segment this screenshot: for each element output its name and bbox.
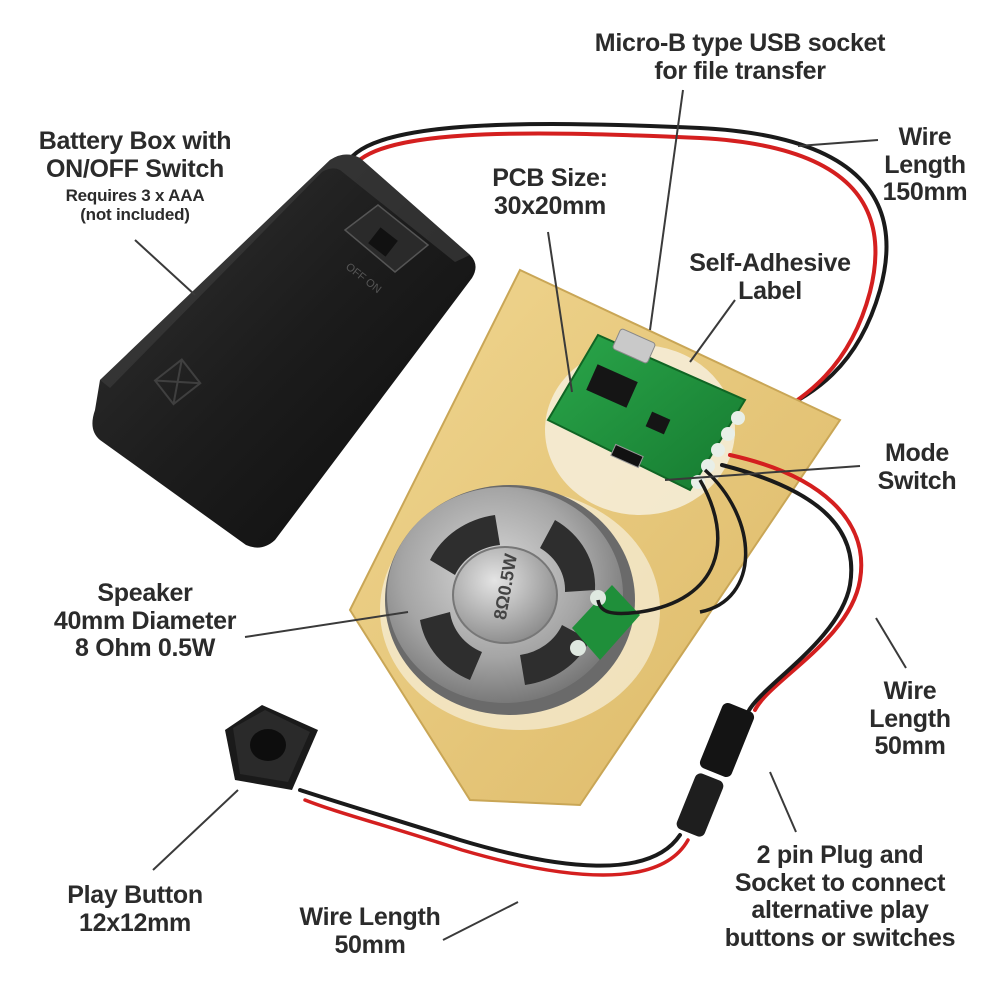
leader-usb — [649, 89, 684, 331]
speaker-line-2: 40mm Diameter — [53, 606, 237, 635]
leader-wire-50-right — [875, 617, 907, 669]
leader-lines — [134, 89, 907, 941]
wire-150-line-3: 150mm — [882, 178, 968, 206]
self-adhesive-label-callout: Self-Adhesive Label — [680, 249, 860, 305]
plug-socket-line-3: alternative play — [751, 896, 929, 924]
battery-box-note-1: Requires 3 x AAA — [65, 186, 205, 205]
button-wire-50mm — [298, 788, 690, 877]
speaker-wire — [596, 479, 720, 616]
play-button-line-2: 12x12mm — [79, 908, 191, 937]
leader-play-button — [152, 789, 239, 871]
battery-box: OFF ON — [92, 154, 476, 548]
battery-wire-150mm — [343, 122, 889, 434]
leader-wire-50-bottom — [442, 901, 519, 941]
play-button-component — [225, 705, 318, 790]
play-button-line-1: Play Button — [67, 881, 203, 909]
wire-150-line-2: Length — [884, 150, 966, 179]
wire-length-50-right-label: Wire Length 50mm — [860, 677, 960, 761]
usb-socket-line-2: for file transfer — [654, 56, 826, 85]
wire-50-right-line-2: Length — [869, 704, 951, 733]
pcb-size-label: PCB Size: 30x20mm — [480, 164, 620, 220]
wire-50-right-line-3: 50mm — [874, 732, 946, 760]
plug-socket-label: 2 pin Plug and Socket to connect alterna… — [720, 841, 960, 952]
wire-150-line-1: Wire — [898, 123, 952, 151]
battery-box-title-2: ON/OFF Switch — [45, 154, 225, 183]
leader-battery — [134, 239, 196, 296]
leader-label — [689, 299, 736, 363]
plug-socket-line-4: buttons or switches — [724, 923, 956, 952]
battery-box-note-2: (not included) — [80, 204, 190, 224]
plug-socket-line-1: 2 pin Plug and — [756, 841, 924, 869]
pcb-size-line-1: PCB Size: — [492, 164, 608, 192]
self-adhesive-line-1: Self-Adhesive — [689, 249, 851, 277]
plug-socket — [676, 702, 755, 837]
plug-wire-50mm — [720, 453, 864, 714]
speaker-line-3: 8 Ohm 0.5W — [74, 634, 216, 662]
wire-50-bottom-line-2: 50mm — [334, 930, 406, 959]
battery-box-label: Battery Box with ON/OFF Switch Requires … — [35, 127, 235, 224]
pcb-board — [546, 328, 747, 492]
wire-50-bottom-line-1: Wire Length — [299, 903, 441, 931]
speaker-line-1: Speaker — [97, 579, 193, 607]
leader-wire-150 — [797, 139, 879, 147]
self-adhesive-line-2: Label — [738, 276, 802, 305]
usb-socket-line-1: Micro-B type USB socket — [594, 29, 886, 57]
leader-mode-switch — [664, 465, 861, 481]
speaker-label: Speaker 40mm Diameter 8 Ohm 0.5W — [40, 579, 250, 663]
mode-switch-line-1: Mode — [884, 439, 950, 467]
battery-box-title-1: Battery Box with — [38, 127, 232, 155]
wire-length-150-label: Wire Length 150mm — [870, 123, 980, 207]
mode-switch-label: Mode Switch — [862, 439, 972, 495]
plug-socket-line-2: Socket to connect — [734, 868, 946, 897]
leader-pcb-size — [547, 231, 573, 393]
leader-plug — [769, 771, 797, 833]
mode-switch-line-2: Switch — [877, 466, 957, 495]
leader-speaker — [244, 611, 409, 638]
pcb-size-line-2: 30x20mm — [494, 191, 606, 220]
speaker: 8Ω0.5W — [385, 485, 640, 715]
wire-50-right-line-1: Wire — [883, 677, 937, 705]
wire-length-50-bottom-label: Wire Length 50mm — [290, 903, 450, 959]
play-button-label: Play Button 12x12mm — [50, 881, 220, 937]
usb-socket-label: Micro-B type USB socket for file transfe… — [580, 29, 900, 85]
